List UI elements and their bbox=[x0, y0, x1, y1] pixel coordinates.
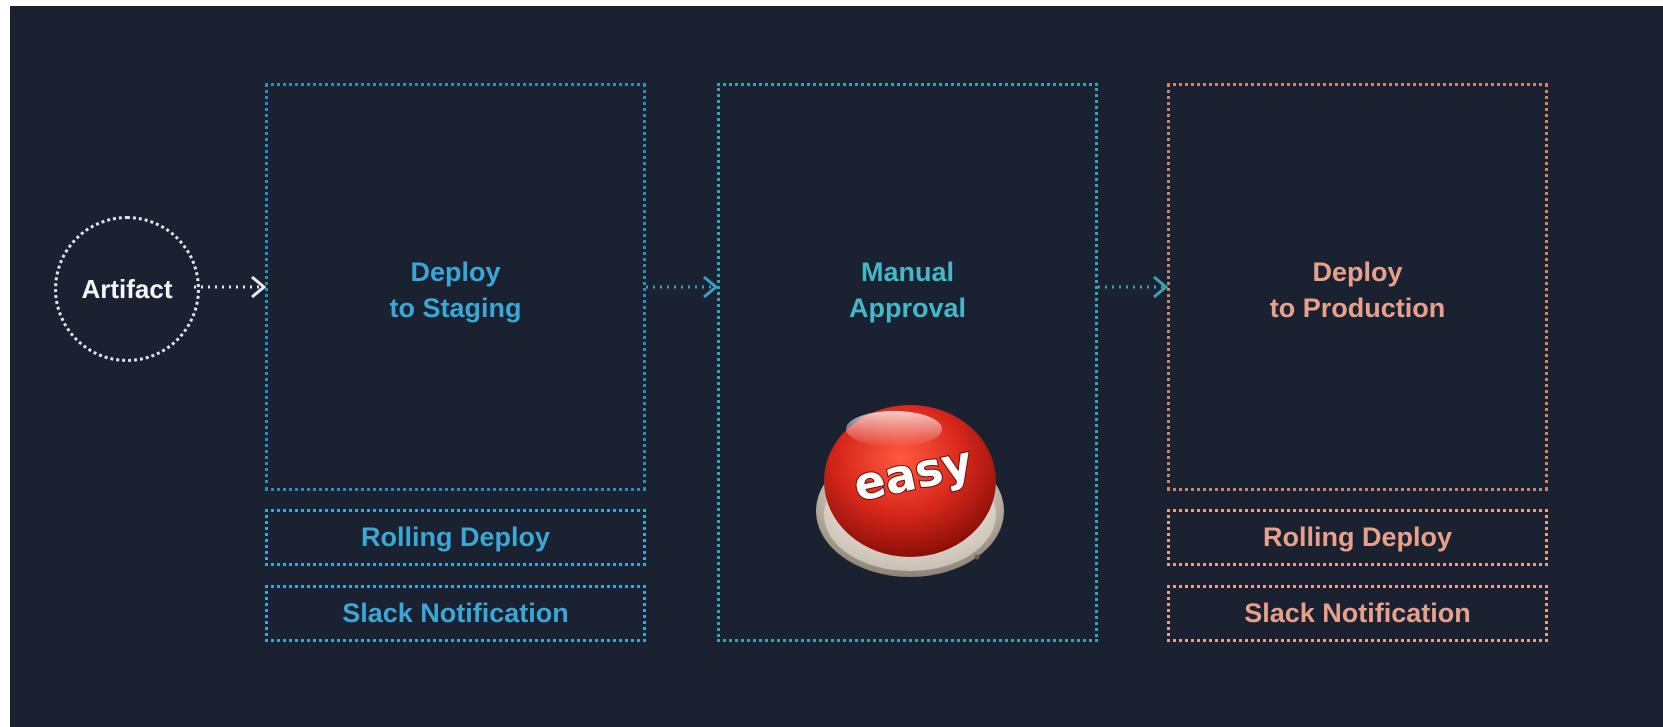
easy-button[interactable]: easy bbox=[814, 399, 1006, 581]
production-step-slack-notification: Slack Notification bbox=[1167, 585, 1548, 642]
step-label: Slack Notification bbox=[342, 598, 569, 628]
stage-deploy-production-title: Deploy to Production bbox=[1170, 254, 1545, 326]
artifact-label: Artifact bbox=[81, 273, 173, 304]
staging-step-slack-notification: Slack Notification bbox=[265, 585, 646, 642]
stage-title-line2: to Staging bbox=[389, 293, 522, 323]
artifact-node: Artifact bbox=[54, 216, 200, 362]
stage-title-line1: Manual bbox=[860, 257, 954, 287]
stage-deploy-production: Deploy to Production bbox=[1167, 83, 1548, 491]
arrow-artifact-to-staging bbox=[194, 275, 267, 299]
stage-title-line1: Deploy bbox=[1312, 257, 1403, 287]
arrow-staging-to-approval bbox=[646, 275, 719, 299]
step-label: Slack Notification bbox=[1244, 598, 1471, 628]
stage-title-line2: Approval bbox=[848, 293, 967, 323]
production-step-rolling-deploy: Rolling Deploy bbox=[1167, 509, 1548, 566]
stage-deploy-staging: Deploy to Staging bbox=[265, 83, 646, 491]
stage-manual-approval-title: Manual Approval bbox=[720, 254, 1095, 326]
pipeline-diagram: Artifact Deploy to Staging Rolling Deplo… bbox=[10, 6, 1663, 727]
stage-manual-approval: Manual Approval bbox=[717, 83, 1098, 642]
connector-arrows bbox=[194, 275, 1169, 299]
stage-deploy-staging-title: Deploy to Staging bbox=[268, 254, 643, 326]
step-label: Rolling Deploy bbox=[1263, 522, 1452, 552]
step-label: Rolling Deploy bbox=[361, 522, 550, 552]
arrow-approval-to-production bbox=[1098, 275, 1169, 299]
stage-title-line2: to Production bbox=[1269, 293, 1446, 323]
staging-step-rolling-deploy: Rolling Deploy bbox=[265, 509, 646, 566]
stage-title-line1: Deploy bbox=[410, 257, 501, 287]
